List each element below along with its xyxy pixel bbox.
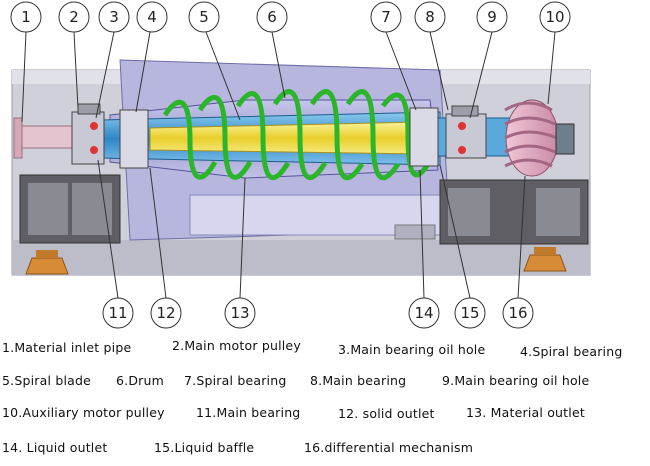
callout-8-label: 8 (425, 8, 435, 26)
callout-15 (454, 297, 486, 329)
spiral-blade (162, 89, 431, 181)
callout-3-label: 3 (109, 8, 119, 26)
callout-10-label: 10 (545, 8, 564, 26)
legend-item-13: 13. Material outlet (466, 405, 585, 420)
callout-15-label: 15 (460, 304, 479, 322)
callout-5 (188, 1, 220, 33)
callout-1-label: 1 (21, 8, 31, 26)
callout-4-label: 4 (147, 8, 157, 26)
callout-3 (98, 1, 130, 33)
callout-13-label: 13 (230, 304, 249, 322)
legend-item-11: 11.Main bearing (196, 405, 301, 420)
legend-item-3: 3.Main bearing oil hole (338, 342, 486, 357)
callout-2 (58, 1, 90, 33)
legend-item-5: 5.Spiral blade (2, 373, 92, 388)
callout-1 (10, 1, 42, 33)
callout-7-label: 7 (381, 8, 391, 26)
leader-lines (21, 31, 556, 299)
legend-item-8: 8.Main bearing (310, 373, 407, 388)
callout-8 (414, 1, 446, 33)
legend-item-16: 16.differential mechanism (304, 440, 474, 455)
callout-16-label: 16 (508, 304, 527, 322)
support-feet (25, 247, 567, 275)
legend-item-6: 6.Drum (116, 373, 164, 388)
right-support-stand (439, 179, 589, 245)
callout-9 (476, 1, 508, 33)
callout-6-label: 6 (267, 8, 277, 26)
callout-top: 1 2 3 4 5 6 7 8 9 10 (10, 1, 571, 33)
callout-bottom: 11 12 13 14 15 16 (102, 297, 534, 329)
legend-item-14: 14. Liquid outlet (2, 440, 108, 455)
callout-6 (256, 1, 288, 33)
callout-7 (370, 1, 402, 33)
left-support-stand (19, 174, 121, 244)
callout-4 (136, 1, 168, 33)
callout-10 (539, 1, 571, 33)
callout-11 (102, 297, 134, 329)
legend-item-2: 2.Main motor pulley (172, 338, 301, 353)
callout-2-label: 2 (69, 8, 79, 26)
decanter-centrifuge-diagram: 1 2 3 4 5 6 7 8 9 10 11 12 13 14 15 16 (10, 1, 591, 329)
bottom-outlet-fitting (394, 224, 436, 240)
legend-item-10: 10.Auxiliary motor pulley (2, 405, 165, 420)
auxiliary-motor-pulley (504, 99, 575, 177)
legend-item-15: 15.Liquid baffle (154, 440, 255, 455)
legend-item-7: 7.Spiral bearing (184, 373, 287, 388)
callout-12 (150, 297, 182, 329)
legend-item-9: 9.Main bearing oil hole (442, 373, 590, 388)
legend-item-1: 1.Material inlet pipe (2, 340, 132, 355)
legend-item-12: 12. solid outlet (338, 406, 435, 421)
callout-14 (408, 297, 440, 329)
bearings (71, 103, 487, 169)
callout-11-label: 11 (108, 304, 127, 322)
callout-13 (224, 297, 256, 329)
callout-12-label: 12 (156, 304, 175, 322)
parts-legend: 1.Material inlet pipe 2.Main motor pulle… (0, 330, 650, 466)
legend-item-4: 4.Spiral bearing (520, 344, 623, 359)
callout-14-label: 14 (414, 304, 433, 322)
callout-5-label: 5 (199, 8, 209, 26)
callout-16 (502, 297, 534, 329)
callout-9-label: 9 (487, 8, 497, 26)
